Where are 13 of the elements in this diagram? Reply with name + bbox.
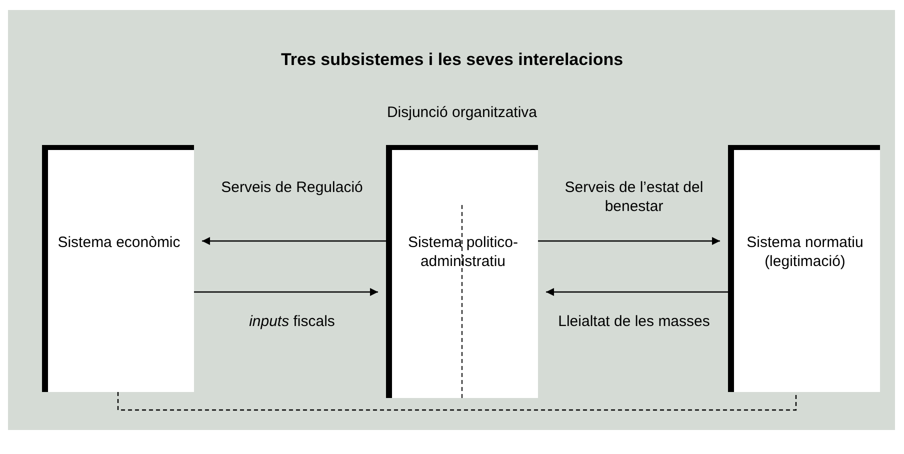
subsystem-box	[42, 145, 194, 392]
diagram-title: Tres subsistemes i les seves interelacions	[280, 50, 624, 70]
dashed-connector	[117, 392, 797, 411]
subsystem-box	[386, 145, 538, 398]
arrow	[202, 237, 386, 245]
box-label: Sistema econòmic	[56, 233, 182, 252]
box-label: Sistema normatiu (legitimació)	[746, 233, 864, 271]
box-heading: Disjunció organitzativa	[386, 103, 538, 122]
arrow	[546, 288, 728, 296]
box-label: Sistema politico-administratiu	[406, 233, 520, 271]
arrow	[538, 237, 720, 245]
subsystem-box	[728, 145, 880, 392]
arrow	[194, 288, 378, 296]
